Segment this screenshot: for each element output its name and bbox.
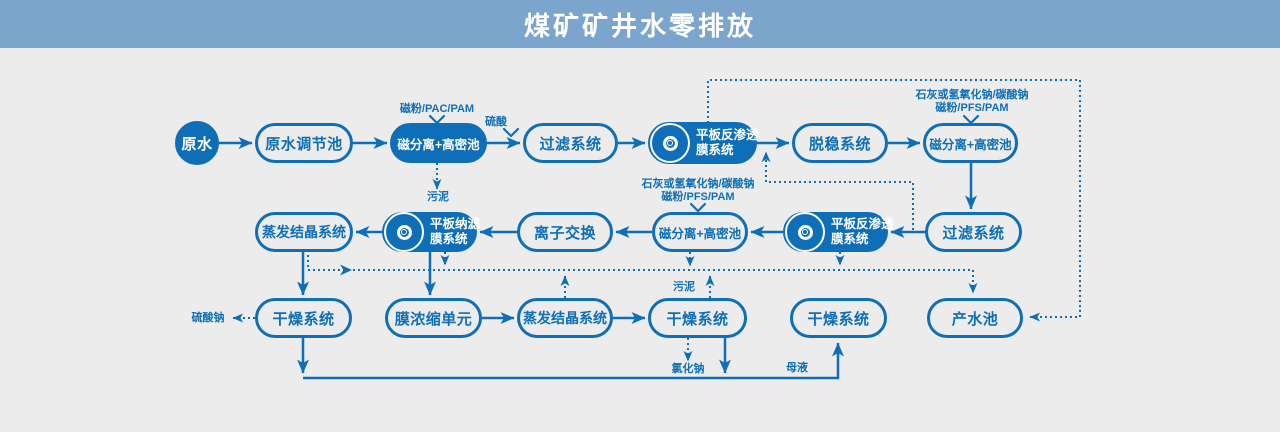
page-title: 煤矿矿井水零排放 <box>523 10 756 41</box>
node-evap-crystal-1: 蒸发结晶系统 <box>255 212 353 252</box>
page-header: 煤矿矿井水零排放 <box>0 0 1280 48</box>
node-magsep-2: 磁分离+高密池 <box>652 212 748 252</box>
node-product-pool: 产水池 <box>927 298 1023 338</box>
label-mother-liquor: 母液 <box>786 362 808 374</box>
target-icon <box>384 212 424 252</box>
target-icon <box>785 212 825 252</box>
label-dosing-magpowder-pac-pam: 磁粉/PAC/PAM <box>399 103 475 115</box>
node-adjust-pool: 原水调节池 <box>255 123 353 163</box>
label-sludge-1: 污泥 <box>427 191 449 203</box>
node-ion-exchange: 离子交换 <box>517 212 613 252</box>
node-magsep-3: 磁分离+高密池 <box>923 123 1018 163</box>
node-dry-2: 干燥系统 <box>648 298 747 338</box>
node-ro-membrane-2: 平板反渗透 膜系统 <box>783 212 894 252</box>
node-nf-membrane: 平板纳滤 膜系统 <box>382 212 480 252</box>
label-sodium-chloride: 氯化钠 <box>671 363 705 375</box>
label-dosing-lime-row1: 石灰或氢氧化钠/碳酸钠 磁粉/PFS/PAM <box>915 89 1029 114</box>
label-sludge-2: 污泥 <box>673 281 695 293</box>
node-dry-3: 干燥系统 <box>790 298 887 338</box>
node-dry-1: 干燥系统 <box>255 298 352 338</box>
label-dosing-lime-row2: 石灰或氢氧化钠/碳酸钠 磁粉/PFS/PAM <box>641 178 755 203</box>
node-membrane-conc: 膜浓缩单元 <box>385 298 482 338</box>
node-magsep-1: 磁分离+高密池 <box>390 123 487 163</box>
node-raw-water: 原水 <box>175 121 219 165</box>
node-ro-membrane-1: 平板反渗透 膜系统 <box>648 122 759 164</box>
label-sodium-sulfate: 硫酸钠 <box>191 312 225 324</box>
node-filter-1: 过滤系统 <box>523 123 618 163</box>
node-evap-crystal-2: 蒸发结晶系统 <box>517 298 613 338</box>
label-dosing-sulfuric-acid: 硫酸 <box>485 116 507 128</box>
node-filter-2: 过滤系统 <box>925 212 1022 252</box>
node-destab: 脱稳系统 <box>792 123 888 163</box>
target-icon <box>650 123 690 163</box>
